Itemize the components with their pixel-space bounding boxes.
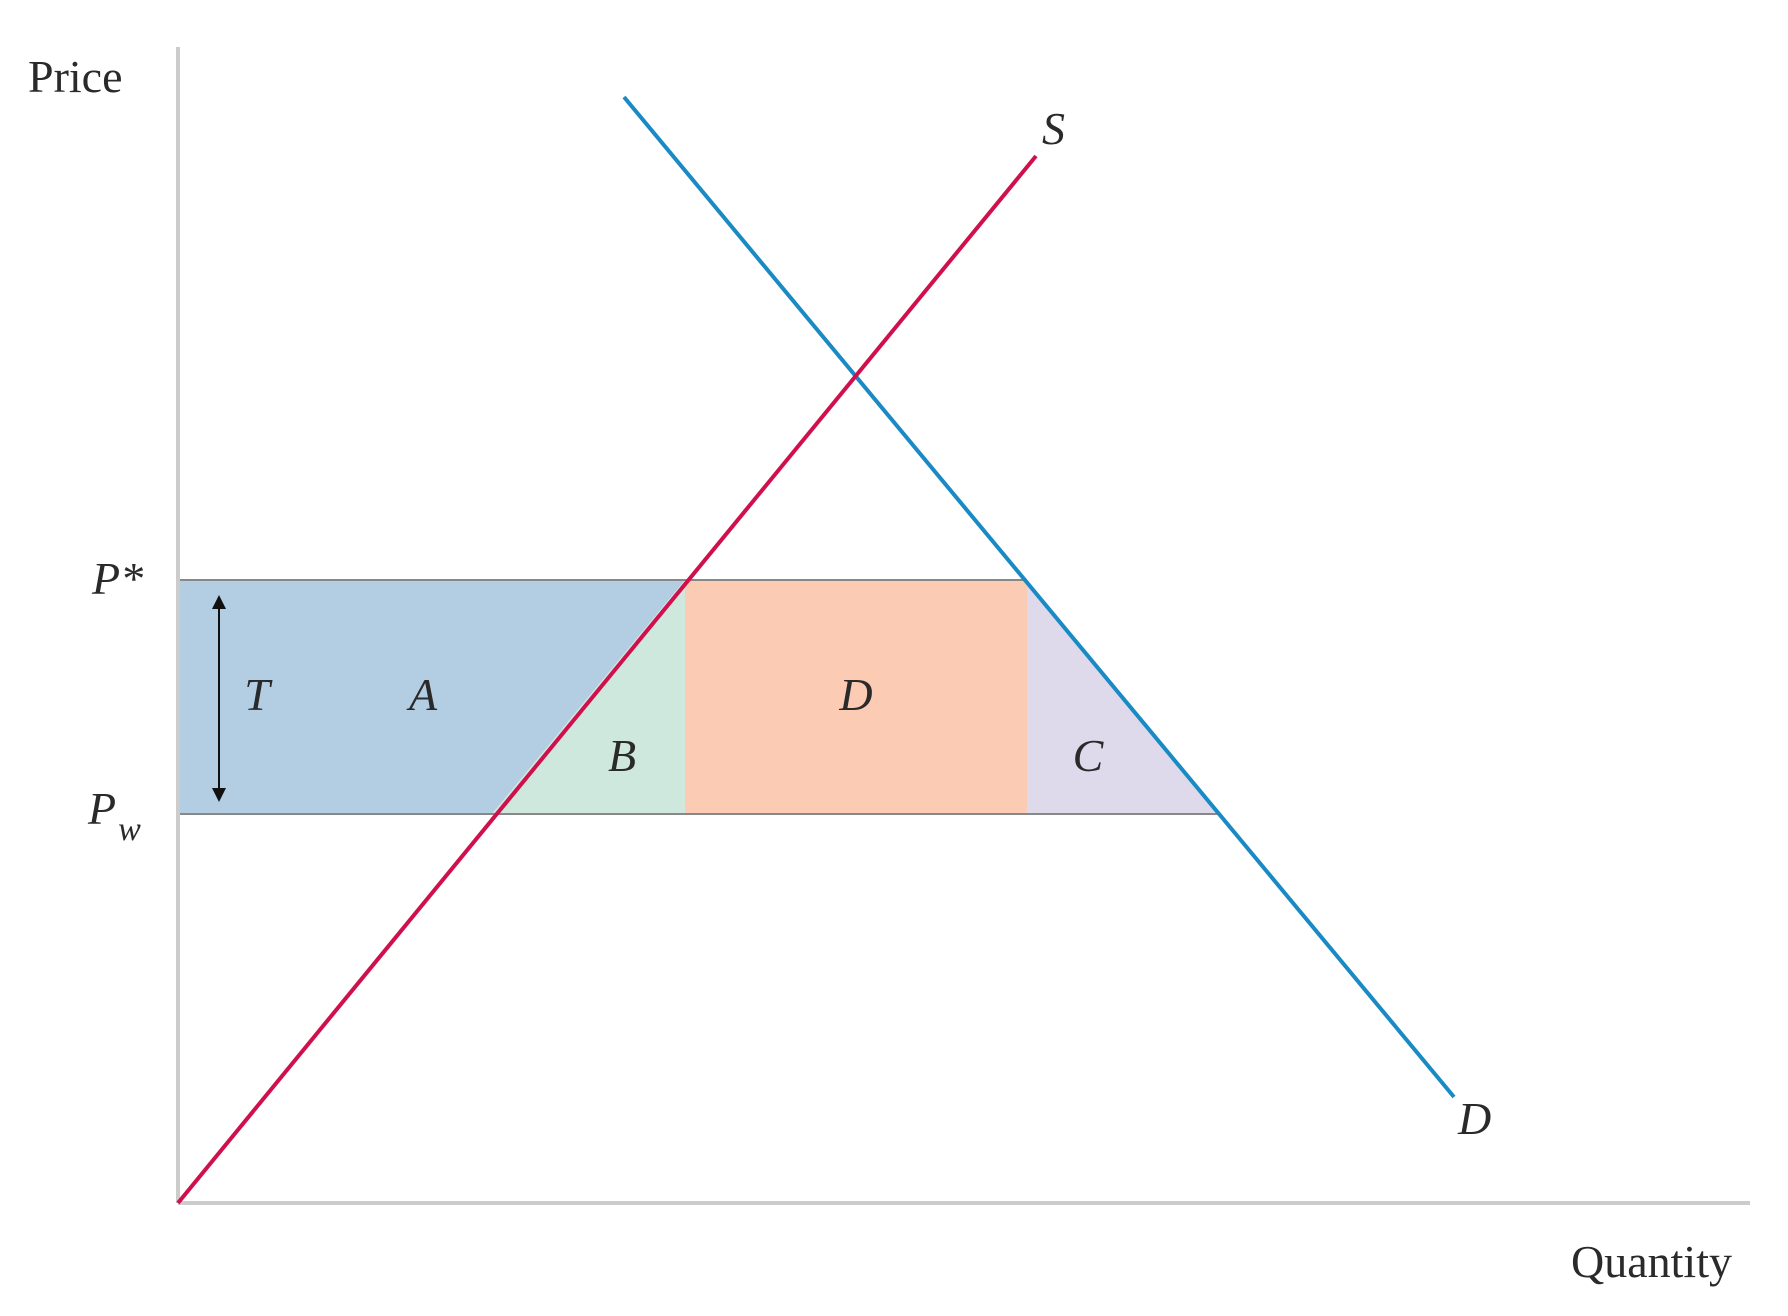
- demand-label: D: [1457, 1093, 1491, 1144]
- x-axis-title: Quantity: [1571, 1236, 1732, 1287]
- tariff-label: T: [244, 669, 273, 720]
- region-d-area: [685, 580, 1027, 814]
- y-axis-title: Price: [28, 51, 123, 102]
- p-star-label: P*: [91, 553, 143, 604]
- demand-curve: [622, 95, 1456, 1099]
- p-w-label: Pw: [87, 783, 141, 848]
- supply-label: S: [1042, 103, 1065, 154]
- supply-curve: [176, 154, 1038, 1205]
- region-b-area: [492, 580, 685, 814]
- region-a-label: A: [406, 669, 438, 720]
- region-b-label: B: [608, 730, 636, 781]
- region-a-area: [178, 580, 685, 814]
- region-d-label: D: [838, 669, 872, 720]
- region-c-label: C: [1073, 730, 1105, 781]
